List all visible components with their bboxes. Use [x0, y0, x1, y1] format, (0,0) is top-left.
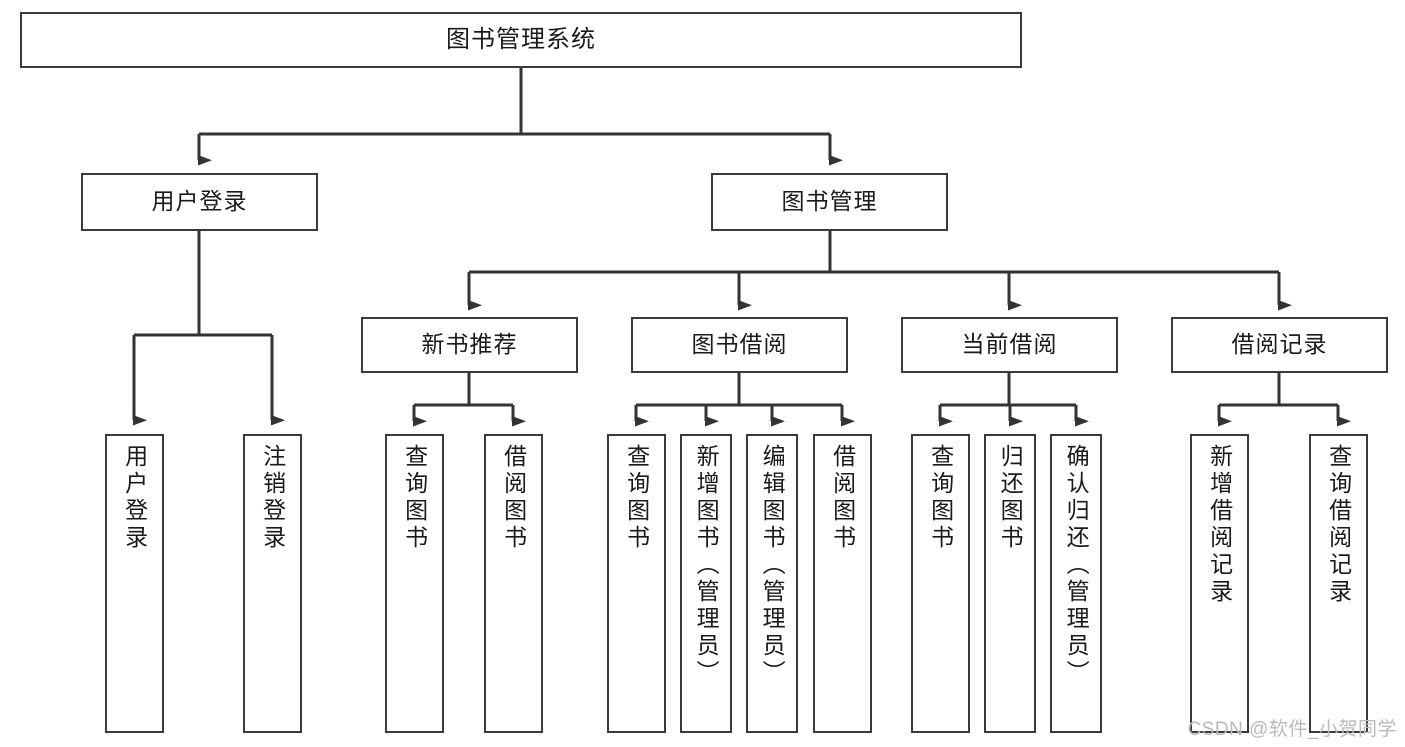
- leaf-node-label: 借阅图书: [500, 444, 527, 552]
- leaf-node[interactable]: 编辑图书（管理员）: [746, 434, 798, 733]
- node-level2-user-login[interactable]: 用户登录: [81, 173, 318, 231]
- node-root[interactable]: 图书管理系统: [20, 12, 1022, 68]
- node-label: 借阅记录: [1231, 331, 1328, 358]
- leaf-node-label: 用户登录: [121, 444, 148, 552]
- node-root-label: 图书管理系统: [446, 25, 596, 53]
- leaf-node[interactable]: 借阅图书: [484, 434, 543, 733]
- leaf-node[interactable]: 查询图书: [607, 434, 666, 733]
- node-label: 当前借阅: [961, 331, 1058, 358]
- leaf-node-label: 归还图书: [997, 444, 1024, 552]
- node-level2-book-management[interactable]: 图书管理: [711, 173, 948, 231]
- leaf-node[interactable]: 确认归还（管理员）: [1050, 434, 1102, 733]
- leaf-node-label: 确认归还（管理员）: [1063, 444, 1090, 687]
- leaf-node[interactable]: 借阅图书: [813, 434, 872, 733]
- leaf-node[interactable]: 查询借阅记录: [1309, 434, 1368, 733]
- leaf-node[interactable]: 查询图书: [911, 434, 970, 733]
- leaf-node-label: 查询图书: [927, 444, 954, 552]
- leaf-node-label: 编辑图书（管理员）: [759, 444, 786, 687]
- node-label: 图书借阅: [691, 331, 788, 358]
- leaf-node-label: 注销登录: [259, 444, 286, 552]
- leaf-node-label: 查询图书: [623, 444, 650, 552]
- node-level3-current-borrow[interactable]: 当前借阅: [901, 317, 1118, 373]
- node-label: 用户登录: [151, 188, 248, 215]
- leaf-node[interactable]: 用户登录: [105, 434, 164, 733]
- leaf-node-label: 新增图书（管理员）: [693, 444, 720, 687]
- leaf-node-label: 新增借阅记录: [1206, 444, 1233, 606]
- leaf-node-label: 借阅图书: [829, 444, 856, 552]
- watermark: CSDN @软件_小贺同学: [1187, 719, 1397, 740]
- leaf-node[interactable]: 注销登录: [243, 434, 302, 733]
- leaf-node[interactable]: 新增图书（管理员）: [680, 434, 732, 733]
- node-level3-book-borrow[interactable]: 图书借阅: [631, 317, 848, 373]
- leaf-node[interactable]: 新增借阅记录: [1190, 434, 1249, 733]
- node-label: 新书推荐: [421, 331, 518, 358]
- leaf-node[interactable]: 查询图书: [385, 434, 444, 733]
- node-label: 图书管理: [781, 188, 878, 215]
- leaf-node-label: 查询借阅记录: [1325, 444, 1352, 606]
- leaf-node-label: 查询图书: [401, 444, 428, 552]
- leaf-node[interactable]: 归还图书: [984, 434, 1036, 733]
- node-level3-borrow-records[interactable]: 借阅记录: [1171, 317, 1388, 373]
- node-level3-new-book-recommend[interactable]: 新书推荐: [361, 317, 578, 373]
